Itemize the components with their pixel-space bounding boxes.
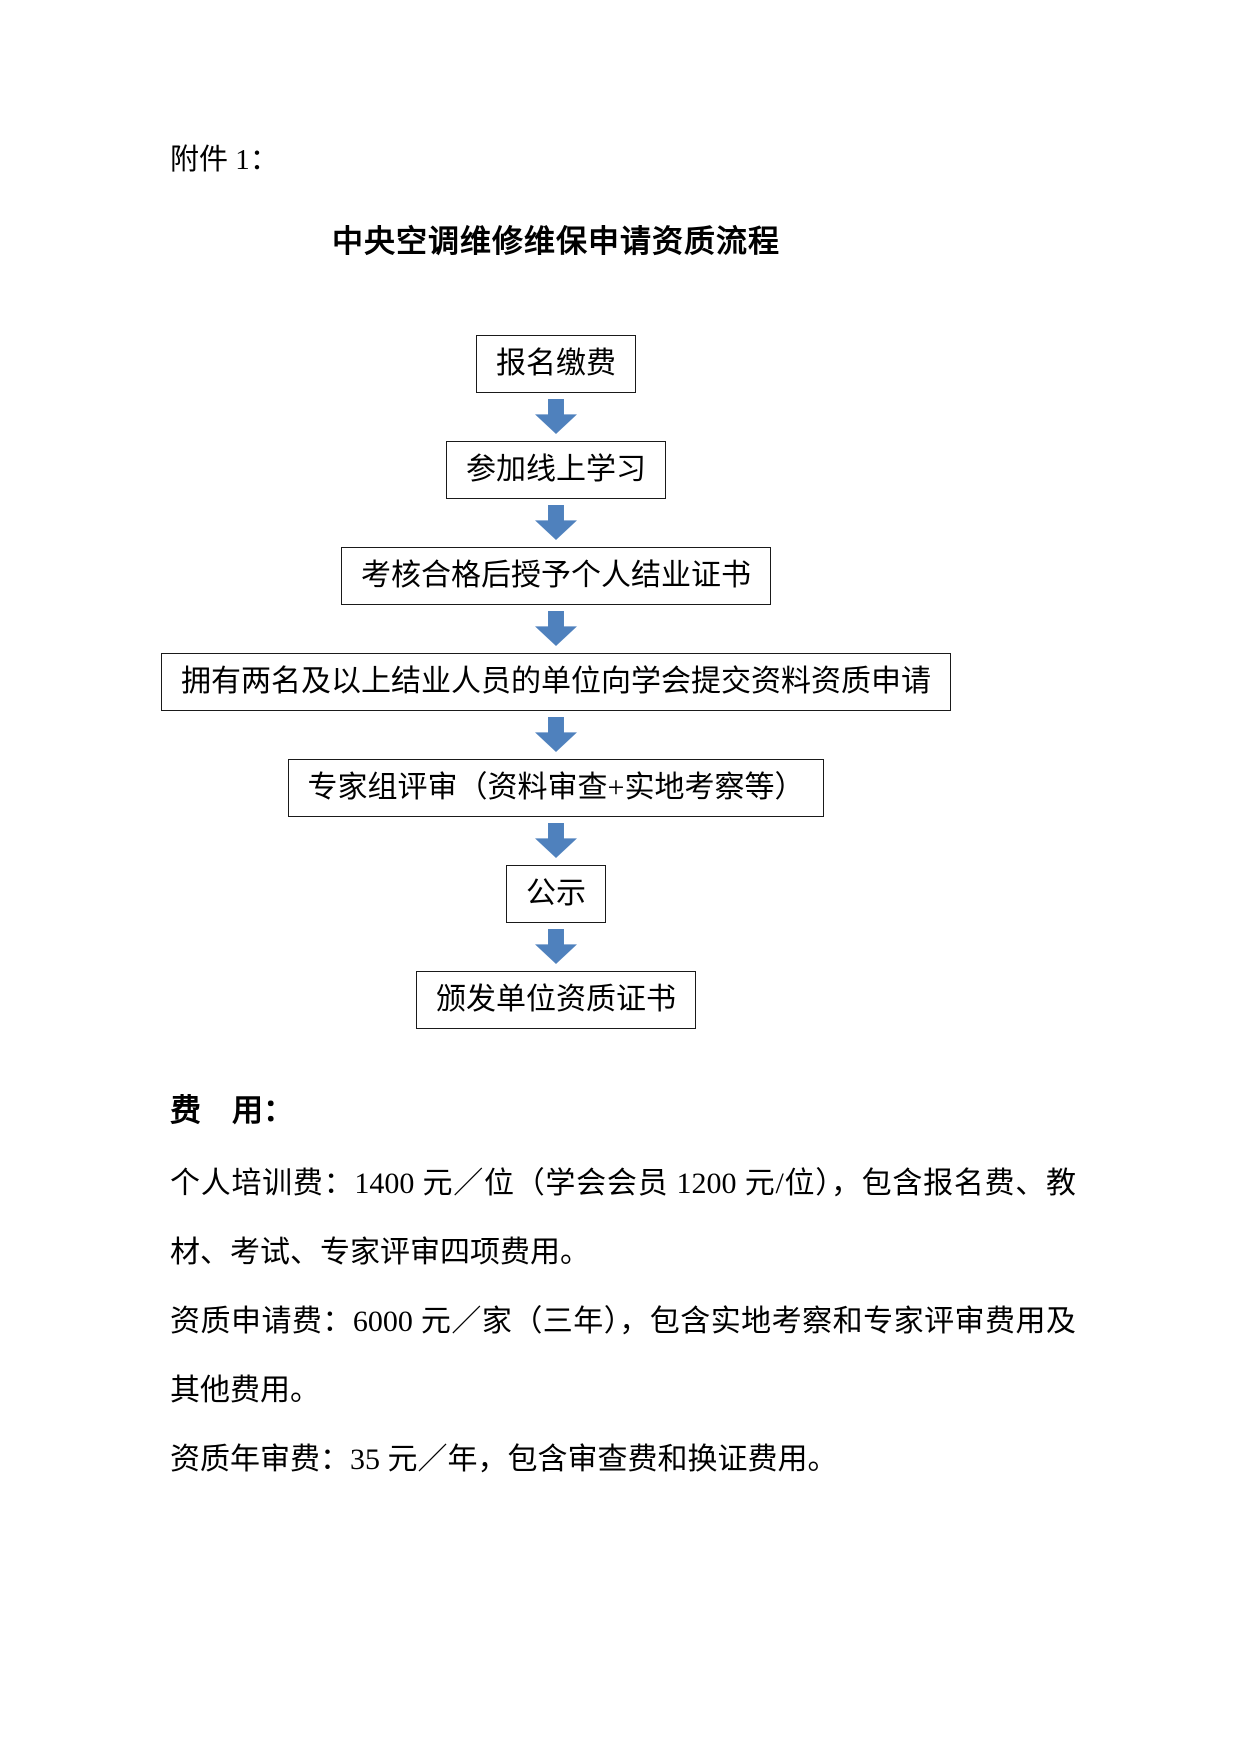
flow-step-unit-application: 拥有两名及以上结业人员的单位向学会提交资料资质申请 <box>161 653 951 711</box>
down-arrow-icon <box>535 929 577 964</box>
fee-item-annual-review: 资质年审费：35 元／年，包含审查费和换证费用。 <box>170 1443 838 1476</box>
down-arrow-icon <box>535 611 577 646</box>
fees-heading: 费 用： <box>170 1093 294 1128</box>
flow-step-unit-certificate: 颁发单位资质证书 <box>416 971 696 1029</box>
down-arrow-icon <box>535 823 577 858</box>
down-arrow-icon <box>535 399 577 434</box>
down-arrow-icon <box>535 717 577 752</box>
fees-section: 费 用： 个人培训费：1400 元／位（学会会员 1200 元/位），包含报名费… <box>170 1089 1076 1494</box>
fee-item-qualification-application: 资质申请费：6000 元／家（三年），包含实地考察和专家评审费用及其他费用。 <box>170 1305 1076 1407</box>
flow-step-registration-payment: 报名缴费 <box>476 335 636 393</box>
down-arrow-icon <box>535 505 577 540</box>
flow-step-individual-certificate: 考核合格后授予个人结业证书 <box>341 547 771 605</box>
page-title: 中央空调维修维保申请资质流程 <box>332 224 780 259</box>
flow-step-online-learning: 参加线上学习 <box>446 441 666 499</box>
flow-step-publicity: 公示 <box>506 865 606 923</box>
title-wrap: 中央空调维修维保申请资质流程 <box>0 216 1112 261</box>
flowchart: 报名缴费 参加线上学习 考核合格后授予个人结业证书 拥有两名及以上结业人员的单位… <box>0 335 1112 1029</box>
flow-step-expert-review: 专家组评审（资料审查+实地考察等） <box>287 759 825 817</box>
attachment-label: 附件 1： <box>170 144 279 176</box>
fee-item-individual-training: 个人培训费：1400 元／位（学会会员 1200 元/位），包含报名费、教材、考… <box>170 1167 1076 1269</box>
